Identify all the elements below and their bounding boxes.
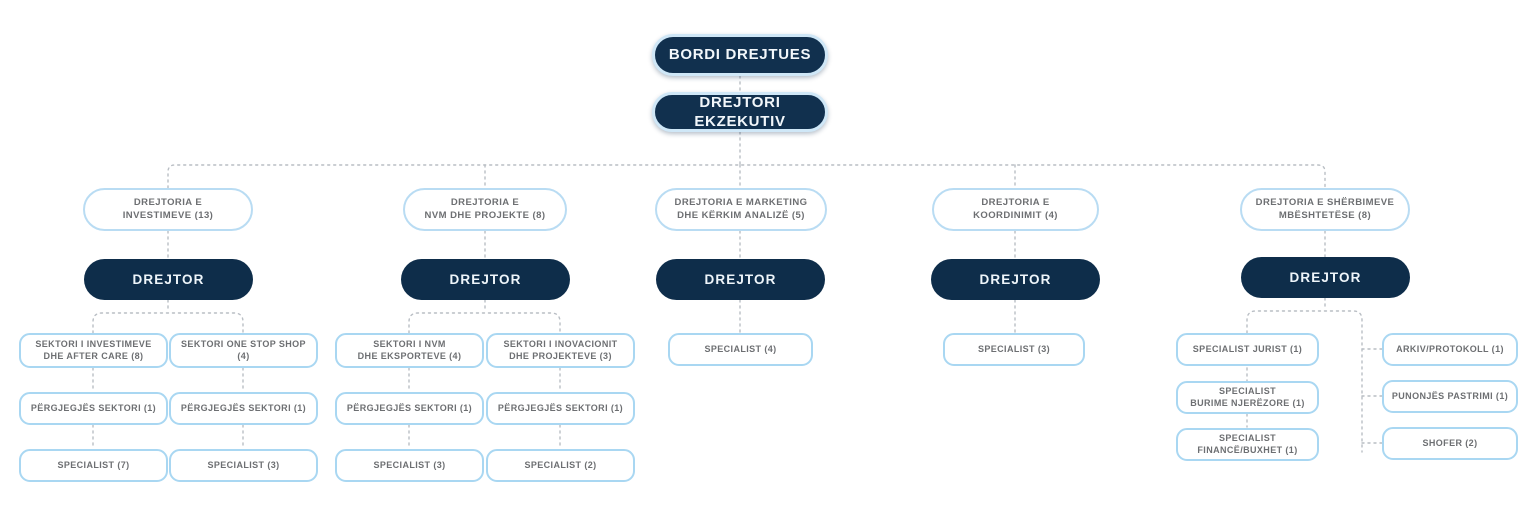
node-label: SEKTORI I NVM DHE EKSPORTEVE (4) [357, 338, 462, 361]
node-label: DREJTOR [449, 271, 522, 287]
node-label: DREJTOR [1289, 269, 1362, 285]
node-specialist-nvm[interactable]: SPECIALIST (3) [335, 449, 484, 482]
node-specialist-finance-buxhet[interactable]: SPECIALIST FINANCË/BUXHET (1) [1176, 428, 1319, 461]
node-specialist-jurist[interactable]: SPECIALIST JURIST (1) [1176, 333, 1319, 366]
node-label: ARKIV/PROTOKOLL (1) [1396, 343, 1504, 354]
node-sektori-nvm-eksporteve[interactable]: SEKTORI I NVM DHE EKSPORTEVE (4) [335, 333, 484, 368]
node-drejtori-ekzekutiv[interactable]: DREJTORI EKZEKUTIV [652, 92, 828, 132]
node-sektori-investimeve-after-care[interactable]: SEKTORI I INVESTIMEVE DHE AFTER CARE (8) [19, 333, 168, 368]
node-drejtor-nvm-projekte[interactable]: DREJTOR [401, 259, 570, 300]
node-label: DREJTOR [132, 271, 205, 287]
node-specialist-one-stop-shop[interactable]: SPECIALIST (3) [169, 449, 318, 482]
node-label: DREJTORIA E SHËRBIMEVE MBËSHTETËSE (8) [1255, 197, 1395, 221]
node-label: BORDI DREJTUES [668, 46, 812, 64]
node-label: SPECIALIST (4) [704, 343, 777, 354]
node-drejtor-investimeve[interactable]: DREJTOR [84, 259, 253, 300]
node-label: PËRGJEGJËS SEKTORI (1) [180, 402, 307, 413]
node-drejtor-koordinimit[interactable]: DREJTOR [931, 259, 1100, 300]
node-arkiv-protokoll[interactable]: ARKIV/PROTOKOLL (1) [1382, 333, 1518, 366]
node-drejtoria-sherbimeve-mbeshtetese[interactable]: DREJTORIA E SHËRBIMEVE MBËSHTETËSE (8) [1240, 188, 1410, 231]
node-label: SEKTORI I INOVACIONIT DHE PROJEKTEVE (3) [503, 338, 618, 361]
node-label: SPECIALIST (7) [57, 459, 130, 470]
node-sektori-inovacionit-projekteve[interactable]: SEKTORI I INOVACIONIT DHE PROJEKTEVE (3) [486, 333, 635, 368]
node-label: SPECIALIST JURIST (1) [1192, 343, 1303, 354]
node-drejtoria-nvm-projekte[interactable]: DREJTORIA E NVM DHE PROJEKTE (8) [403, 188, 567, 231]
node-drejtoria-marketing[interactable]: DREJTORIA E MARKETING DHE KËRKIM ANALIZË… [655, 188, 827, 231]
node-sektori-one-stop-shop[interactable]: SEKTORI ONE STOP SHOP (4) [169, 333, 318, 368]
node-pergjegjes-sektori-inovacionit[interactable]: PËRGJEGJËS SEKTORI (1) [486, 392, 635, 425]
node-label: SPECIALIST (3) [373, 459, 446, 470]
node-pergjegjes-sektori-one-stop-shop[interactable]: PËRGJEGJËS SEKTORI (1) [169, 392, 318, 425]
node-label: DREJTORIA E MARKETING DHE KËRKIM ANALIZË… [674, 197, 808, 221]
node-label: PËRGJEGJËS SEKTORI (1) [30, 402, 157, 413]
node-specialist-investimeve[interactable]: SPECIALIST (7) [19, 449, 168, 482]
node-drejtor-sherbimeve[interactable]: DREJTOR [1241, 257, 1410, 298]
node-specialist-marketing[interactable]: SPECIALIST (4) [668, 333, 813, 366]
node-label: SPECIALIST (3) [977, 343, 1051, 354]
node-specialist-inovacionit[interactable]: SPECIALIST (2) [486, 449, 635, 482]
node-label: DREJTOR [979, 271, 1052, 287]
node-label: SPECIALIST BURIME NJERËZORE (1) [1190, 385, 1305, 408]
node-pergjegjes-sektori-nvm[interactable]: PËRGJEGJËS SEKTORI (1) [335, 392, 484, 425]
node-drejtor-marketing[interactable]: DREJTOR [656, 259, 825, 300]
node-label: SPECIALIST (2) [524, 459, 597, 470]
node-shofer[interactable]: SHOFER (2) [1382, 427, 1518, 460]
node-label: DREJTOR [704, 271, 777, 287]
node-specialist-burime-njerezore[interactable]: SPECIALIST BURIME NJERËZORE (1) [1176, 381, 1319, 414]
node-label: DREJTORIA E NVM DHE PROJEKTE (8) [424, 197, 546, 221]
node-label: DREJTORI EKZEKUTIV [694, 93, 786, 130]
node-specialist-koordinimit[interactable]: SPECIALIST (3) [943, 333, 1085, 366]
node-label: DREJTORIA E INVESTIMEVE (13) [122, 197, 214, 221]
node-label: PUNONJËS PASTRIMI (1) [1391, 390, 1509, 401]
node-pergjegjes-sektori-investimeve[interactable]: PËRGJEGJËS SEKTORI (1) [19, 392, 168, 425]
node-punonjes-pastrimi[interactable]: PUNONJËS PASTRIMI (1) [1382, 380, 1518, 413]
node-label: PËRGJEGJËS SEKTORI (1) [497, 402, 624, 413]
node-label: DREJTORIA E KOORDINIMIT (4) [973, 197, 1058, 221]
node-label: SPECIALIST FINANCË/BUXHET (1) [1197, 432, 1298, 455]
node-label: SEKTORI I INVESTIMEVE DHE AFTER CARE (8) [35, 338, 152, 361]
node-drejtoria-koordinimit[interactable]: DREJTORIA E KOORDINIMIT (4) [932, 188, 1099, 231]
node-label: SHOFER (2) [1422, 437, 1478, 448]
node-drejtoria-investimeve[interactable]: DREJTORIA E INVESTIMEVE (13) [83, 188, 253, 231]
node-label: SPECIALIST (3) [207, 459, 280, 470]
node-bordi-drejtues[interactable]: BORDI DREJTUES [652, 34, 828, 76]
node-label: SEKTORI ONE STOP SHOP (4) [181, 338, 306, 361]
node-label: PËRGJEGJËS SEKTORI (1) [346, 402, 473, 413]
